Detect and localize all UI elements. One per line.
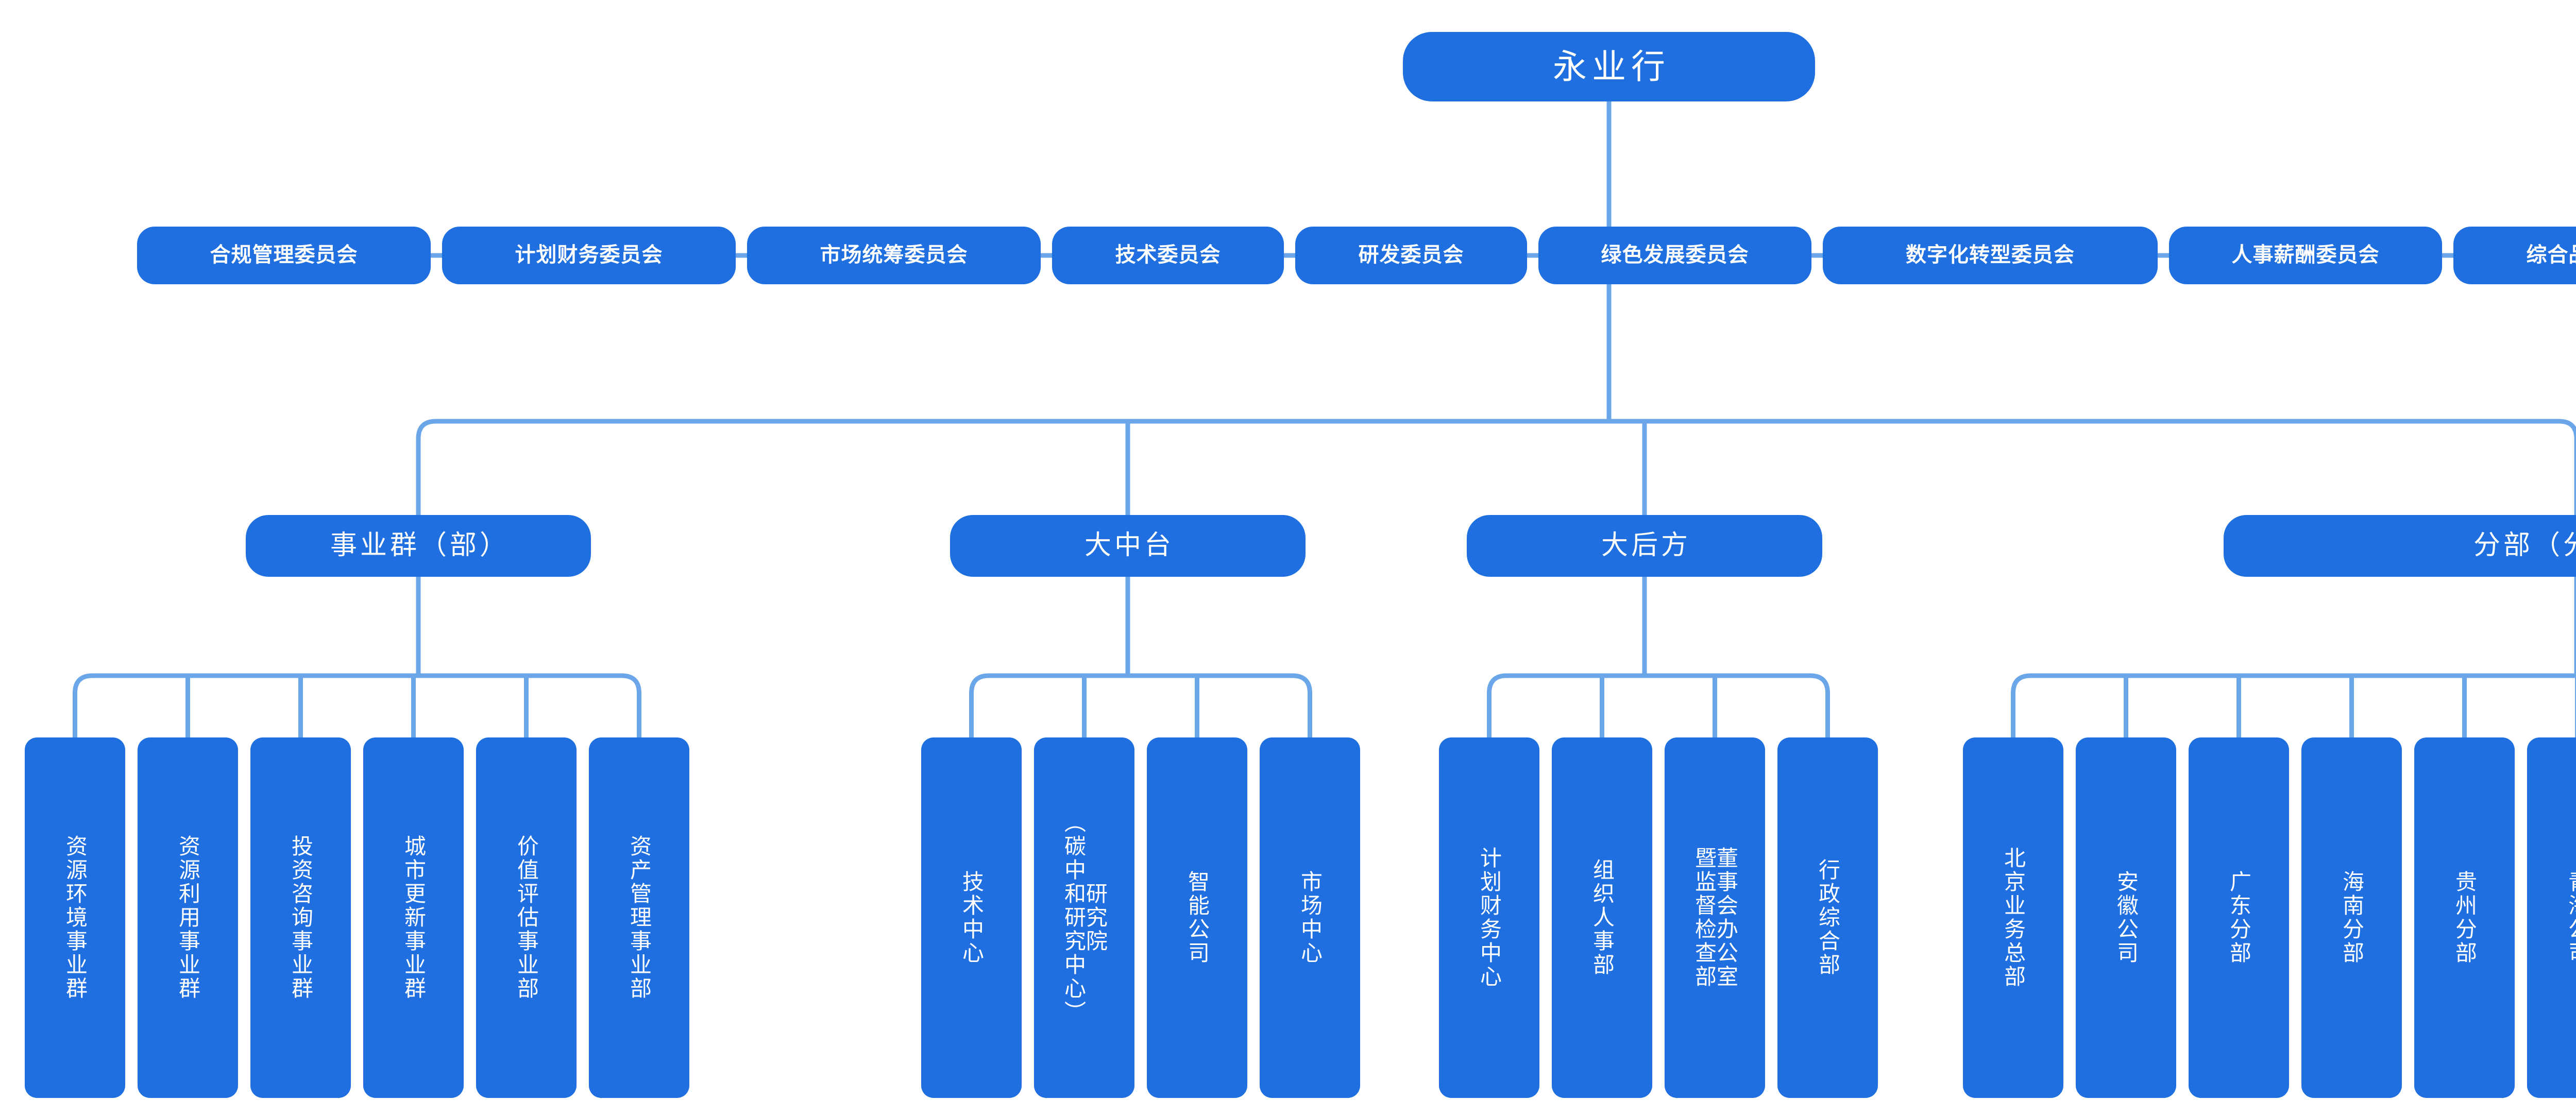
committee-9[interactable]: 综合品牌委员会 bbox=[2453, 227, 2576, 284]
division-1[interactable]: 事业群（部） bbox=[246, 515, 591, 577]
leaf-label-line: 行政综合部 bbox=[1815, 858, 1841, 977]
division-3[interactable]: 大后方 bbox=[1467, 515, 1822, 577]
leaf-label-line: 资产管理事业部 bbox=[626, 835, 652, 1001]
leaf-label-line: 海南分部 bbox=[2339, 870, 2365, 965]
division-4[interactable]: 分部（分公司） bbox=[2224, 515, 2576, 577]
leaf-label-line: 暨监督检查部 bbox=[1691, 847, 1717, 989]
leaf-label-line: 城市更新事业群 bbox=[401, 835, 427, 1001]
leaf-label-line: 董事会办公室 bbox=[1713, 847, 1739, 989]
leaf-4-4[interactable]: 海南分部 bbox=[2301, 737, 2402, 1098]
leaf-2-3[interactable]: 智能公司 bbox=[1147, 737, 1247, 1098]
leaf-4-6[interactable]: 青海公司 bbox=[2527, 737, 2576, 1098]
leaf-label: 安徽公司 bbox=[2113, 745, 2139, 1091]
leaf-4-3[interactable]: 广东分部 bbox=[2189, 737, 2289, 1098]
leaf-label: 青海公司 bbox=[2565, 745, 2576, 1091]
leaf-label: 广东分部 bbox=[2226, 745, 2252, 1091]
leaf-2-1[interactable]: 技术中心 bbox=[921, 737, 1022, 1098]
leaf-label: 价值评估事业部 bbox=[514, 745, 539, 1091]
leaf-label-line: 安徽公司 bbox=[2113, 870, 2139, 965]
leaf-4-5[interactable]: 贵州分部 bbox=[2414, 737, 2515, 1098]
leaf-label-line: 计划财务中心 bbox=[1477, 847, 1502, 989]
leaf-label: 城市更新事业群 bbox=[401, 745, 427, 1091]
leaf-3-4[interactable]: 行政综合部 bbox=[1777, 737, 1878, 1098]
leaf-label: 市场中心 bbox=[1297, 745, 1323, 1091]
leaf-label-line: 研究院 bbox=[1082, 882, 1108, 953]
leaf-label: 计划财务中心 bbox=[1477, 745, 1502, 1091]
leaf-label: 投资咨询事业群 bbox=[288, 745, 314, 1091]
leaf-label-line: 资源环境事业群 bbox=[62, 835, 88, 1001]
division-2[interactable]: 大中台 bbox=[950, 515, 1306, 577]
leaf-3-3[interactable]: 董事会办公室暨监督检查部 bbox=[1665, 737, 1765, 1098]
leaf-label: 北京业务总部 bbox=[2001, 745, 2026, 1091]
leaf-label-line: 价值评估事业部 bbox=[514, 835, 539, 1001]
leaf-label: 贵州分部 bbox=[2452, 745, 2478, 1091]
leaf-3-1[interactable]: 计划财务中心 bbox=[1439, 737, 1539, 1098]
leaf-2-2[interactable]: 研究院（碳中和研究中心） bbox=[1034, 737, 1134, 1098]
committee-1[interactable]: 合规管理委员会 bbox=[137, 227, 431, 284]
root-node[interactable]: 永业行 bbox=[1403, 32, 1815, 101]
leaf-2-4[interactable]: 市场中心 bbox=[1260, 737, 1360, 1098]
leaf-3-2[interactable]: 组织人事部 bbox=[1552, 737, 1652, 1098]
committee-3[interactable]: 市场统筹委员会 bbox=[747, 227, 1041, 284]
leaf-label-line: 市场中心 bbox=[1297, 870, 1323, 965]
leaf-label-line: （碳中和研究中心） bbox=[1061, 811, 1087, 1024]
leaf-1-5[interactable]: 价值评估事业部 bbox=[476, 737, 577, 1098]
leaf-label: 技术中心 bbox=[959, 745, 985, 1091]
leaf-label: 研究院（碳中和研究中心） bbox=[1061, 745, 1108, 1091]
leaf-label-line: 资源利用事业群 bbox=[175, 835, 201, 1001]
committee-2[interactable]: 计划财务委员会 bbox=[442, 227, 736, 284]
leaf-label-line: 投资咨询事业群 bbox=[288, 835, 314, 1001]
leaf-label-line: 智能公司 bbox=[1184, 870, 1210, 965]
leaf-label: 资源环境事业群 bbox=[62, 745, 88, 1091]
committee-4[interactable]: 技术委员会 bbox=[1052, 227, 1284, 284]
leaf-label: 海南分部 bbox=[2339, 745, 2365, 1091]
leaf-label-line: 广东分部 bbox=[2226, 870, 2252, 965]
leaf-label-line: 青海公司 bbox=[2565, 870, 2576, 965]
leaf-4-1[interactable]: 北京业务总部 bbox=[1963, 737, 2063, 1098]
committee-5[interactable]: 研发委员会 bbox=[1295, 227, 1527, 284]
leaf-1-3[interactable]: 投资咨询事业群 bbox=[250, 737, 351, 1098]
leaf-label-line: 组织人事部 bbox=[1589, 858, 1615, 977]
committee-6[interactable]: 绿色发展委员会 bbox=[1538, 227, 1811, 284]
leaf-label: 智能公司 bbox=[1184, 745, 1210, 1091]
leaf-label: 行政综合部 bbox=[1815, 745, 1841, 1091]
leaf-label: 董事会办公室暨监督检查部 bbox=[1691, 745, 1739, 1091]
leaf-1-6[interactable]: 资产管理事业部 bbox=[589, 737, 689, 1098]
leaf-label: 资产管理事业部 bbox=[626, 745, 652, 1091]
leaf-1-2[interactable]: 资源利用事业群 bbox=[138, 737, 238, 1098]
leaf-label: 资源利用事业群 bbox=[175, 745, 201, 1091]
committee-8[interactable]: 人事薪酬委员会 bbox=[2169, 227, 2442, 284]
committee-7[interactable]: 数字化转型委员会 bbox=[1823, 227, 2158, 284]
leaf-label-line: 贵州分部 bbox=[2452, 870, 2478, 965]
leaf-label-line: 北京业务总部 bbox=[2001, 847, 2026, 989]
leaf-1-1[interactable]: 资源环境事业群 bbox=[25, 737, 125, 1098]
leaf-label: 组织人事部 bbox=[1589, 745, 1615, 1091]
leaf-4-2[interactable]: 安徽公司 bbox=[2076, 737, 2176, 1098]
leaf-label-line: 技术中心 bbox=[959, 870, 985, 965]
leaf-1-4[interactable]: 城市更新事业群 bbox=[363, 737, 464, 1098]
